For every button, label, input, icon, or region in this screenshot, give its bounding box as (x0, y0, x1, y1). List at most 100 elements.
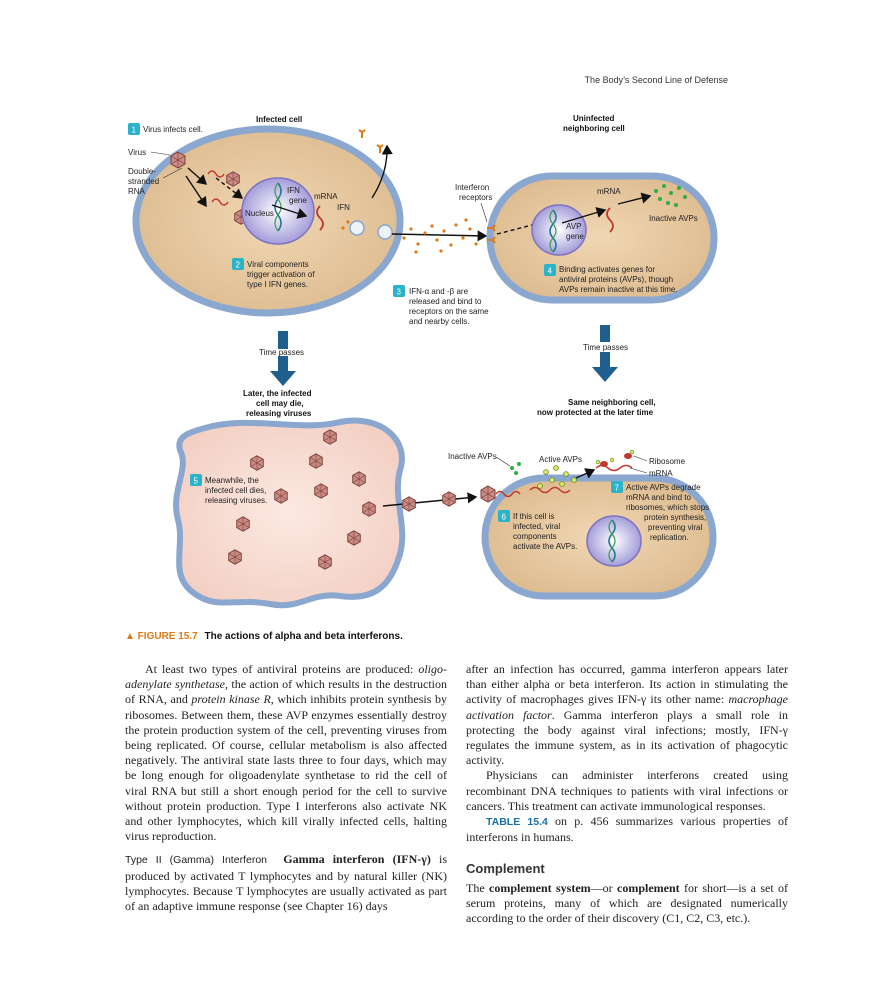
paragraph: after an infection has occurred, gamma i… (466, 662, 788, 768)
left-column: At least two types of antiviral proteins… (125, 662, 447, 914)
dsrna-label-2: stranded (128, 177, 159, 186)
step5-text-2: infected cell dies, (205, 486, 266, 495)
section-heading: Complement (466, 861, 545, 877)
title-uninfected-2: neighboring cell (563, 124, 625, 133)
ifn-gene-label-1: IFN (287, 186, 300, 195)
term-pkr: protein kinase R (191, 692, 271, 707)
nucleus (531, 204, 587, 256)
time-passes-left: Time passes (259, 348, 304, 357)
step6-text-3: components (513, 532, 557, 541)
virus-particle (362, 501, 376, 517)
svg-text:5: 5 (194, 477, 199, 486)
step4-text-2: antiviral proteins (AVPs), though (559, 275, 673, 284)
active-avp-dots (537, 465, 577, 489)
svg-text:4: 4 (548, 267, 553, 276)
ribosome-icon (595, 449, 635, 472)
step3-text-1: IFN-α and -β are (409, 287, 469, 296)
title-uninfected-1: Uninfected (573, 114, 614, 123)
run-in-subhead: Type II (Gamma) Interferon (125, 854, 267, 867)
virus-particle (228, 549, 242, 565)
time-arrow-left (270, 331, 296, 386)
virus-particle (170, 151, 186, 169)
vesicle (349, 220, 365, 236)
viral-rna-icon (211, 198, 229, 206)
title-infected: Infected cell (256, 115, 302, 124)
ifn-molecules (402, 218, 478, 254)
dsrna-label-1: Double- (128, 167, 156, 176)
step2-text-1: Viral components (247, 260, 309, 269)
same-text-2: now protected at the later time (537, 408, 654, 417)
step3-text-4: and nearby cells. (409, 317, 469, 326)
virus-particle (236, 516, 250, 532)
virus-particle (226, 171, 240, 187)
receptor-icon (358, 129, 384, 153)
step7-text-6: replication. (650, 533, 689, 542)
virus-particle (323, 429, 337, 445)
step2-text-3: type I IFN genes. (247, 280, 308, 289)
svg-text:7: 7 (615, 484, 620, 493)
virus-particle (309, 453, 323, 469)
svg-text:2: 2 (236, 261, 241, 270)
step3-text-2: released and bind to (409, 297, 482, 306)
step2-badge: 2 (232, 258, 244, 270)
term-oas: oligo-adenylate synthetase (125, 662, 447, 692)
term-maf: macrophage activation factor (466, 692, 788, 722)
step1-badge: 1 (128, 123, 140, 135)
mrna-label: mRNA (314, 192, 338, 201)
mrna-icon (606, 207, 614, 233)
inactive-avp-dots (654, 184, 687, 207)
time-passes-right: Time passes (583, 343, 628, 352)
step5-text-3: releasing viruses. (205, 496, 267, 505)
step7-text-4: protein synthesis, (644, 513, 706, 522)
term-complement: complement (617, 880, 680, 895)
running-head: The Body’s Second Line of Defense (584, 75, 728, 85)
avp-gene-label-2: gene (566, 232, 584, 241)
receptors-label-1: Interferon (455, 183, 489, 192)
step7-text-3: ribosomes, which stops (626, 503, 709, 512)
ribosome-label: Ribosome (649, 457, 686, 466)
step4-text-1: Binding activates genes for (559, 265, 655, 274)
step6-text-2: infected, viral (513, 522, 560, 531)
term-gamma-interferon: Gamma interferon (IFN-γ) (283, 852, 431, 867)
step4-text-3: AVPs remain inactive at this time. (559, 285, 678, 294)
step3-text-3: receptors on the same (409, 307, 489, 316)
later-text-3: releasing viruses (246, 409, 312, 418)
step7-badge: 7 (611, 481, 623, 493)
step2-text-2: trigger activation of (247, 270, 315, 279)
dna-helix-icon (608, 519, 616, 563)
paragraph: At least two types of antiviral proteins… (125, 662, 447, 844)
step1-text: Virus infects cell. (143, 125, 203, 134)
nucleus (586, 515, 642, 567)
inactive-avps-label-2: Inactive AVPs (448, 452, 497, 461)
step6-text-1: If this cell is (513, 512, 554, 521)
virus-particle (314, 483, 328, 499)
time-arrow-right (592, 325, 618, 382)
receptor-icon (487, 224, 496, 244)
svg-text:3: 3 (397, 288, 402, 297)
inactive-avps-label: Inactive AVPs (649, 214, 698, 223)
avp-gene-label-1: AVP (566, 222, 581, 231)
table-reference-link[interactable]: TABLE 15.4 (486, 816, 548, 829)
active-avps-label: Active AVPs (539, 455, 582, 464)
dna-helix-icon (549, 209, 557, 253)
interferon-figure: Infected cell 1 Virus infects cell. Viru… (128, 114, 718, 609)
virus-particle (250, 455, 264, 471)
same-text-1: Same neighboring cell, (568, 398, 656, 407)
step4-badge: 4 (544, 264, 556, 276)
virus-particle (480, 485, 496, 503)
virus-particle (347, 530, 361, 546)
svg-text:6: 6 (502, 513, 507, 522)
figure-caption-text: The actions of alpha and beta interferon… (204, 631, 403, 642)
step7-text-1: Active AVPs degrade (626, 483, 701, 492)
virus-particle (318, 554, 332, 570)
ifn-gene-label-2: gene (289, 196, 307, 205)
nucleus-label: Nucleus (245, 209, 274, 218)
svg-text:1: 1 (132, 126, 137, 135)
mrna-right-label: mRNA (597, 187, 621, 196)
mrna-label-3: mRNA (649, 469, 673, 478)
paragraph: Type II (Gamma) Interferon Gamma interfe… (125, 852, 447, 914)
inactive-avp-dots (510, 462, 521, 475)
mrna-icon (316, 205, 324, 231)
mrna-icon (529, 486, 571, 494)
ifn-label: IFN (337, 203, 350, 212)
